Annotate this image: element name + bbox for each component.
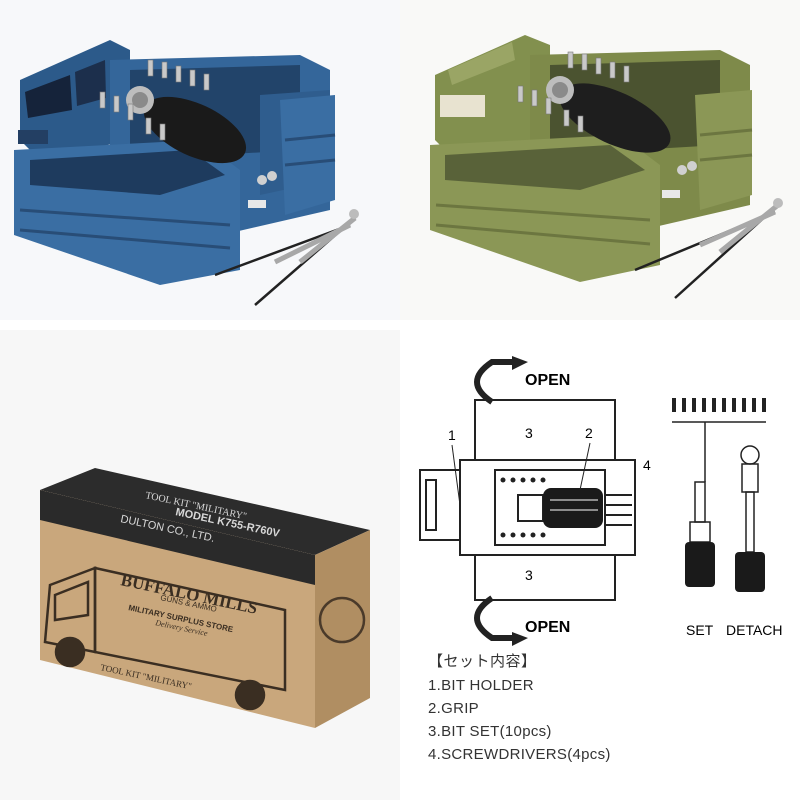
open-bottom-label: OPEN [525, 619, 570, 636]
green-truck-cab [435, 35, 550, 160]
detach-label: DETACH [726, 622, 783, 638]
diagram-set-screwdriver [685, 481, 715, 587]
green-grip [546, 76, 671, 153]
diagram-grip [517, 488, 603, 528]
diagram-screwdrivers [605, 494, 632, 526]
blue-grip [126, 86, 247, 164]
assembly-diagram: OPEN OPEN 1 3 2 4 3 SET DETACH [400, 330, 800, 800]
set-label: SET [686, 622, 714, 638]
box-side-emblem [318, 596, 366, 644]
callout-4: 4 [643, 457, 651, 473]
list-item: 1.BIT HOLDER [428, 677, 534, 694]
callout-1: 1 [448, 427, 456, 443]
set-contents-list: 【セット内容】 1.BIT HOLDER 2.GRIP 3.BIT SET(10… [420, 650, 780, 769]
diagram-bit-row [672, 398, 766, 412]
blue-truck-cab [18, 40, 130, 160]
callout-3b: 3 [525, 567, 533, 583]
green-screwdrivers [634, 198, 783, 299]
product-box-photo: TOOL KIT "MILITARY" MODEL K755-R760V DUL… [0, 330, 400, 800]
diagram-detach-screwdriver [735, 445, 765, 592]
green-latch [662, 161, 697, 198]
list-item: 2.GRIP [428, 700, 479, 717]
open-bottom-arrow-icon [474, 595, 512, 641]
green-bits [517, 51, 630, 133]
box-side-face [315, 530, 370, 728]
open-top-label: OPEN [525, 372, 570, 389]
box-top-face [40, 468, 370, 555]
list-item: 4.SCREWDRIVERS(4pcs) [428, 746, 611, 763]
blue-screwdrivers [214, 209, 359, 306]
blue-toolkit-photo [0, 0, 400, 320]
open-top-arrow-icon [474, 359, 512, 405]
green-toolkit-photo [400, 0, 800, 320]
blue-bits [99, 59, 210, 141]
blue-latch [248, 171, 277, 208]
list-item: 3.BIT SET(10pcs) [428, 723, 552, 740]
callout-3a: 3 [525, 425, 533, 441]
diagram-bit-dots [500, 477, 546, 538]
box-truck-illustration [43, 566, 287, 711]
set-contents-title: 【セット内容】 [428, 653, 537, 670]
diagram-top-lid [474, 399, 616, 461]
callout-2: 2 [585, 425, 593, 441]
